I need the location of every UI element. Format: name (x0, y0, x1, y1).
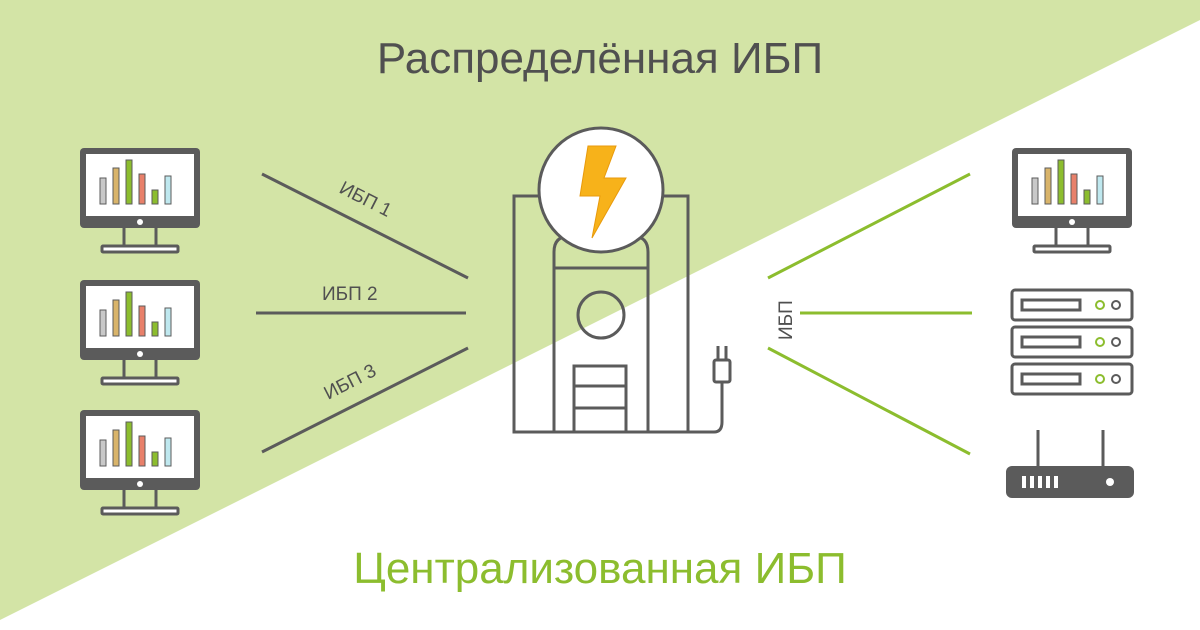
server-rack-icon (1010, 288, 1134, 396)
distributed-line-3 (261, 346, 469, 454)
line-label-ups-2: ИБП 2 (322, 284, 378, 305)
ups-unit-icon (512, 194, 732, 434)
distributed-ups-title: Распределённая ИБП (376, 34, 824, 83)
centralized-line-1 (767, 172, 971, 280)
centralized-ups-title: Централизованная ИБП (353, 544, 847, 593)
vertical-label-ups: ИБП (776, 300, 797, 340)
router-icon (1006, 430, 1134, 498)
distributed-line-1 (261, 172, 469, 280)
centralized-line-3 (767, 346, 971, 456)
lightning-icon (579, 145, 627, 239)
